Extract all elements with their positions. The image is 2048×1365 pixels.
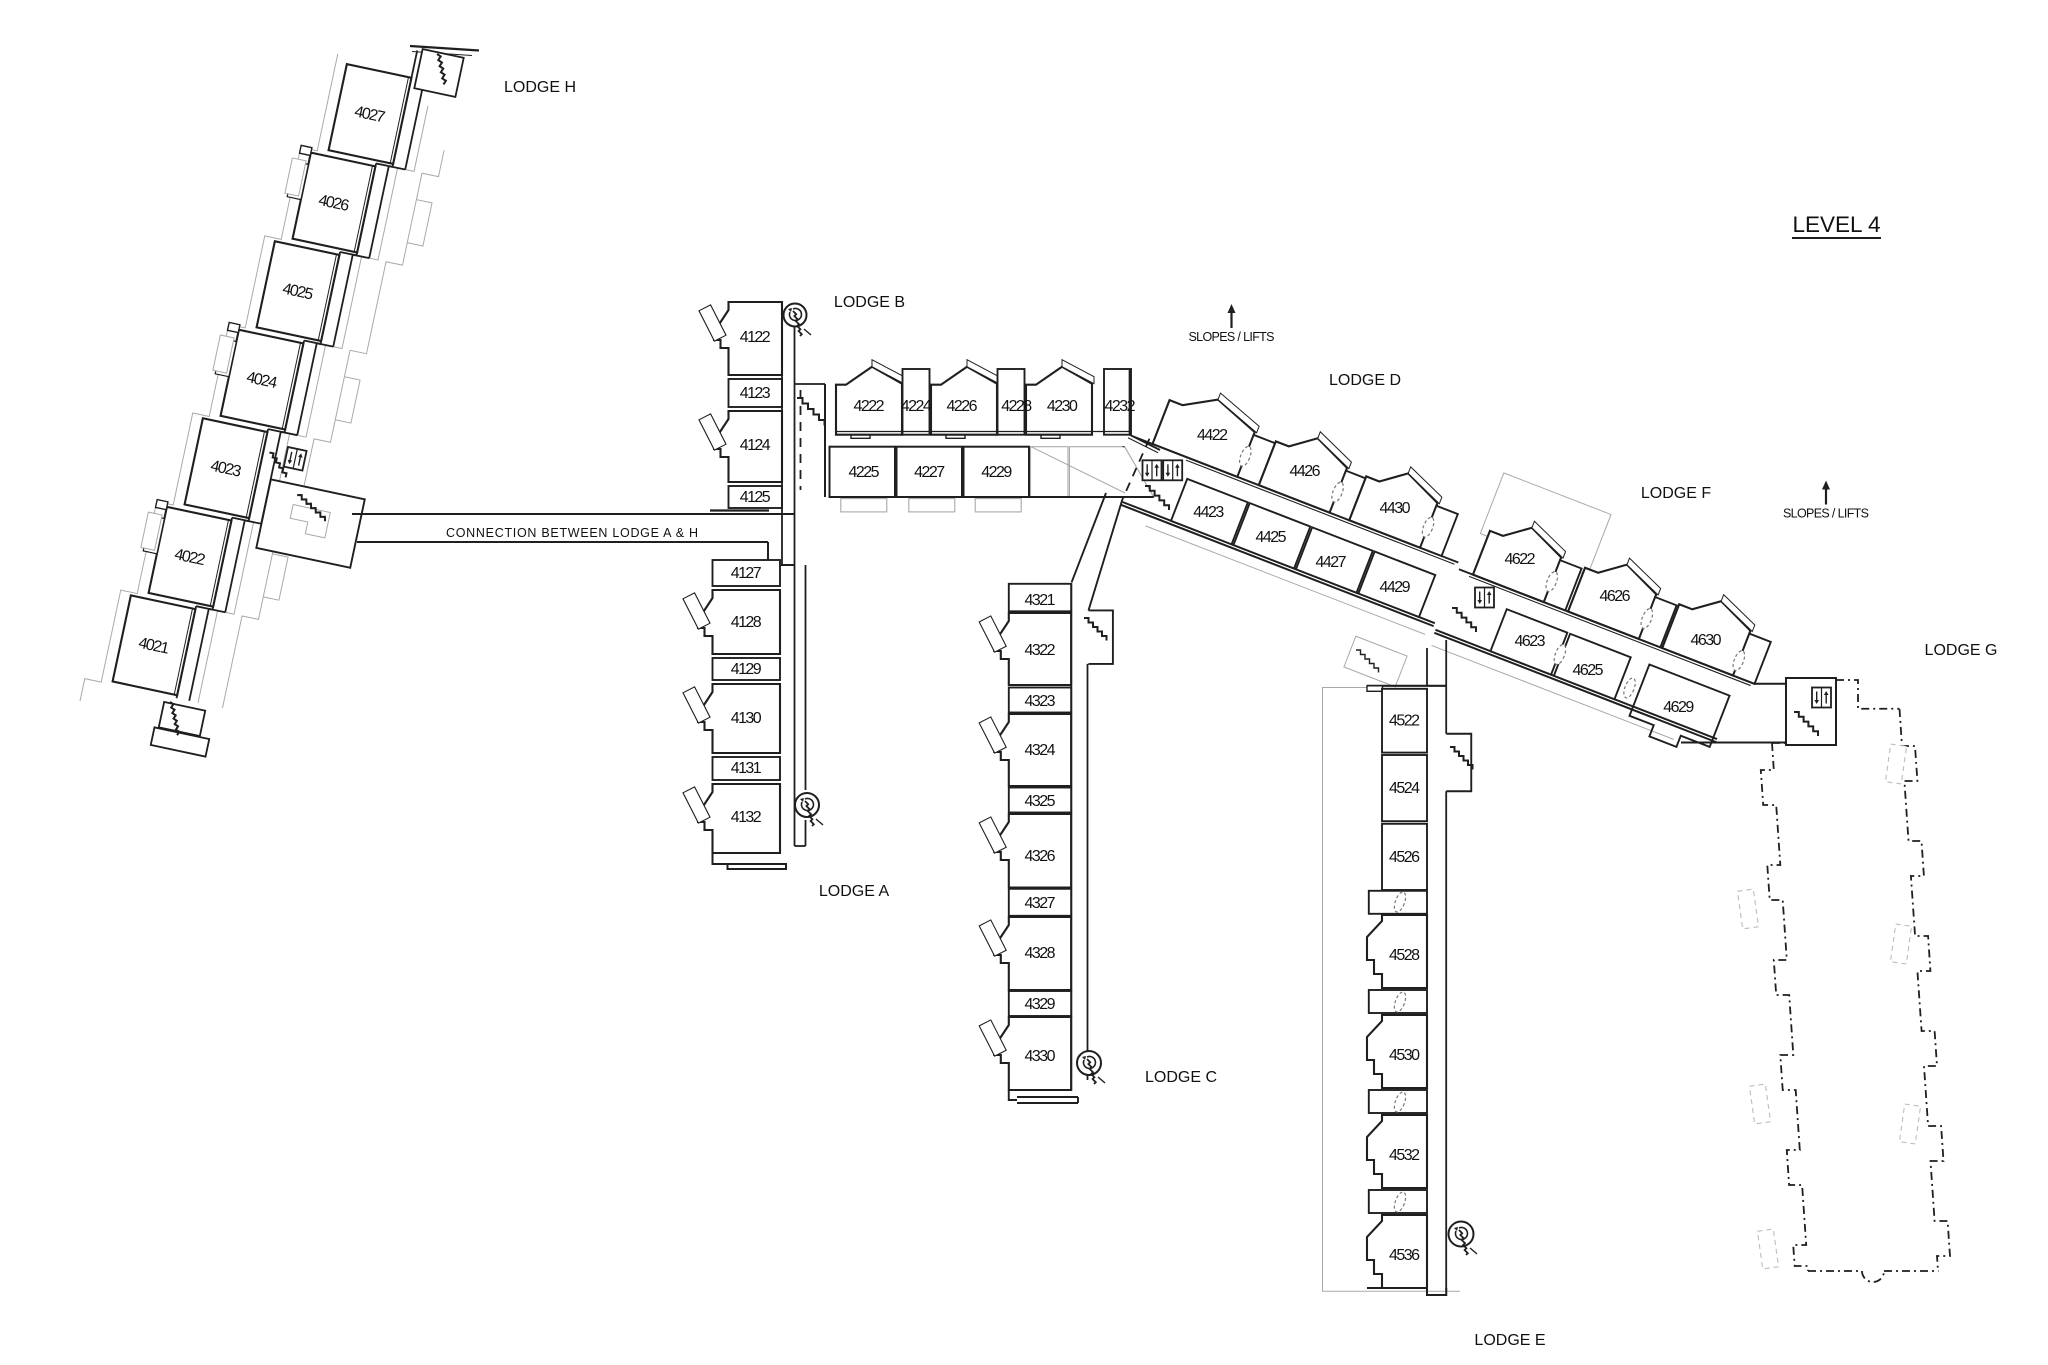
svg-text:4622: 4622 bbox=[1505, 551, 1536, 568]
svg-text:4322: 4322 bbox=[1025, 642, 1056, 659]
svg-text:4222: 4222 bbox=[854, 398, 885, 415]
svg-text:4128: 4128 bbox=[731, 614, 762, 631]
svg-text:LODGE H: LODGE H bbox=[504, 79, 576, 96]
svg-text:4132: 4132 bbox=[731, 809, 762, 826]
svg-text:4629: 4629 bbox=[1663, 699, 1694, 716]
svg-text:4532: 4532 bbox=[1389, 1147, 1420, 1164]
svg-text:LODGE C: LODGE C bbox=[1145, 1069, 1217, 1086]
svg-text:4230: 4230 bbox=[1047, 398, 1078, 415]
svg-text:LODGE A: LODGE A bbox=[819, 883, 890, 900]
svg-text:4024: 4024 bbox=[245, 369, 279, 392]
svg-text:CONNECTION BETWEEN LODGE A & H: CONNECTION BETWEEN LODGE A & H bbox=[446, 526, 698, 540]
svg-text:4536: 4536 bbox=[1389, 1247, 1420, 1264]
svg-text:4625: 4625 bbox=[1573, 662, 1604, 679]
svg-text:4426: 4426 bbox=[1290, 463, 1321, 480]
svg-text:4626: 4626 bbox=[1600, 588, 1631, 605]
svg-text:4524: 4524 bbox=[1389, 780, 1420, 797]
svg-text:4125: 4125 bbox=[740, 489, 771, 506]
svg-text:4522: 4522 bbox=[1389, 713, 1420, 730]
svg-text:4325: 4325 bbox=[1025, 793, 1056, 810]
svg-text:4124: 4124 bbox=[740, 437, 771, 454]
svg-text:LEVEL 4: LEVEL 4 bbox=[1793, 212, 1881, 237]
svg-text:4429: 4429 bbox=[1380, 579, 1411, 596]
svg-text:SLOPES / LIFTS: SLOPES / LIFTS bbox=[1783, 507, 1869, 521]
svg-text:4232: 4232 bbox=[1105, 398, 1136, 415]
svg-text:LODGE E: LODGE E bbox=[1474, 1332, 1545, 1349]
svg-text:4022: 4022 bbox=[173, 546, 207, 569]
svg-text:4023: 4023 bbox=[209, 458, 243, 481]
svg-text:LODGE B: LODGE B bbox=[834, 294, 905, 311]
svg-text:4225: 4225 bbox=[849, 464, 880, 481]
svg-text:4423: 4423 bbox=[1193, 504, 1224, 521]
svg-text:4425: 4425 bbox=[1256, 529, 1287, 546]
svg-text:4630: 4630 bbox=[1691, 632, 1722, 649]
svg-text:4123: 4123 bbox=[740, 385, 771, 402]
svg-text:4228: 4228 bbox=[1001, 398, 1032, 415]
svg-text:4427: 4427 bbox=[1316, 554, 1347, 571]
svg-text:4330: 4330 bbox=[1025, 1048, 1056, 1065]
svg-text:4131: 4131 bbox=[731, 760, 762, 777]
svg-text:LODGE G: LODGE G bbox=[1925, 642, 1998, 659]
svg-text:4021: 4021 bbox=[137, 635, 171, 658]
svg-text:4422: 4422 bbox=[1197, 427, 1228, 444]
svg-text:4328: 4328 bbox=[1025, 945, 1056, 962]
svg-text:4323: 4323 bbox=[1025, 693, 1056, 710]
svg-text:4226: 4226 bbox=[947, 398, 978, 415]
svg-text:4130: 4130 bbox=[731, 710, 762, 727]
svg-text:4329: 4329 bbox=[1025, 996, 1056, 1013]
svg-text:4321: 4321 bbox=[1025, 592, 1056, 609]
svg-text:4623: 4623 bbox=[1515, 633, 1546, 650]
svg-text:4026: 4026 bbox=[317, 192, 351, 215]
svg-text:4025: 4025 bbox=[281, 281, 315, 304]
svg-text:4526: 4526 bbox=[1389, 849, 1420, 866]
svg-text:4528: 4528 bbox=[1389, 947, 1420, 964]
svg-text:4229: 4229 bbox=[981, 464, 1012, 481]
svg-text:4129: 4129 bbox=[731, 661, 762, 678]
svg-text:LODGE F: LODGE F bbox=[1641, 485, 1711, 502]
svg-text:4227: 4227 bbox=[914, 464, 945, 481]
svg-text:4430: 4430 bbox=[1380, 500, 1411, 517]
svg-text:4027: 4027 bbox=[353, 103, 387, 126]
svg-text:SLOPES / LIFTS: SLOPES / LIFTS bbox=[1189, 330, 1275, 344]
svg-text:4326: 4326 bbox=[1025, 848, 1056, 865]
svg-text:4127: 4127 bbox=[731, 565, 762, 582]
svg-text:4324: 4324 bbox=[1025, 742, 1056, 759]
svg-text:4224: 4224 bbox=[901, 398, 932, 415]
svg-text:4122: 4122 bbox=[740, 329, 771, 346]
svg-text:4327: 4327 bbox=[1025, 895, 1056, 912]
svg-text:4530: 4530 bbox=[1389, 1047, 1420, 1064]
svg-text:LODGE D: LODGE D bbox=[1329, 372, 1401, 389]
